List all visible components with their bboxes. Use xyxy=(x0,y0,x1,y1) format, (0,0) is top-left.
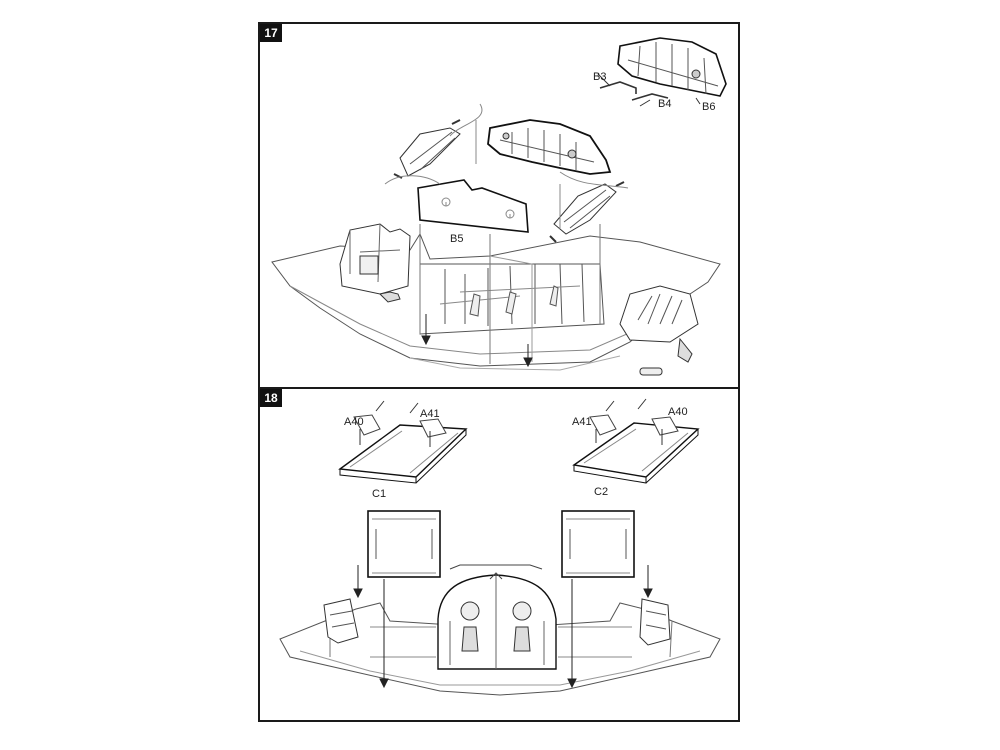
boat-group-right xyxy=(549,181,625,243)
label-b4: B4 xyxy=(658,98,671,110)
right-deck-panel xyxy=(561,510,635,578)
left-deck-panel xyxy=(367,510,441,578)
label-b6: B6 xyxy=(702,101,715,113)
part-c1 xyxy=(338,400,468,484)
step-17-panel: 17 xyxy=(258,22,740,389)
boat-group-left xyxy=(393,119,461,179)
label-a40-left: A40 xyxy=(344,416,364,428)
guide-box xyxy=(419,224,601,364)
label-a41-right: A41 xyxy=(572,416,592,428)
left-hull-structure xyxy=(339,223,411,303)
step-number-badge: 18 xyxy=(260,389,282,407)
label-c2: C2 xyxy=(594,486,608,498)
central-bulkhead xyxy=(437,564,557,670)
step-number-badge: 17 xyxy=(260,24,282,42)
step-18-drawing: A40 A41 C1 A41 A40 C2 xyxy=(279,398,721,696)
assembly-arrows xyxy=(421,314,533,368)
right-hull-structure xyxy=(619,285,699,376)
part-b5 xyxy=(417,179,529,233)
deck-rails xyxy=(370,626,632,658)
label-b5: B5 xyxy=(450,233,463,245)
hull-outline xyxy=(271,232,721,371)
assembly-arrows xyxy=(353,565,653,689)
label-c1: C1 xyxy=(372,488,386,500)
label-a40-right: A40 xyxy=(668,406,688,418)
label-a41-left: A41 xyxy=(420,408,440,420)
assembly-arcs xyxy=(384,103,629,229)
deck-frames xyxy=(419,263,605,335)
label-b3: B3 xyxy=(593,71,606,83)
step-17-drawing: B3 B4 B6 B5 xyxy=(271,37,727,376)
upper-bulkhead xyxy=(487,119,612,175)
step-18-panel: 18 xyxy=(258,387,740,722)
inset-detail xyxy=(597,37,727,107)
part-c2 xyxy=(572,398,700,484)
right-side-structure xyxy=(639,598,671,646)
left-side-structure xyxy=(323,598,359,644)
